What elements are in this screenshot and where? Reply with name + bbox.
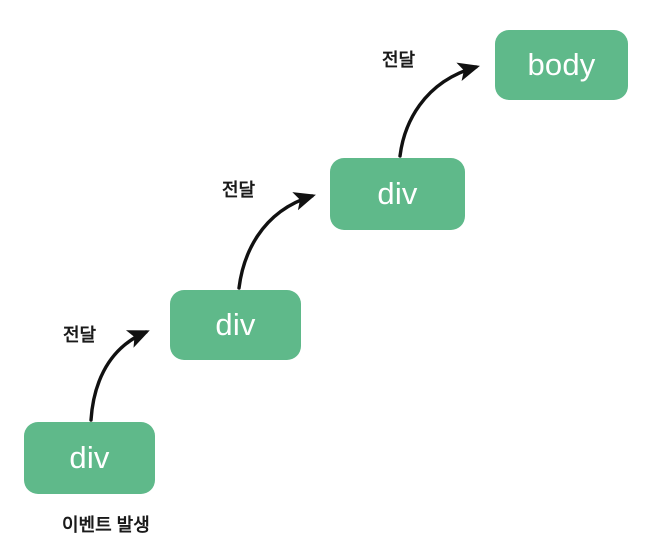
edge-label-div3-to-body: 전달 — [382, 50, 416, 70]
edge-label-div2-to-div3: 전달 — [222, 180, 256, 200]
node-body[interactable]: body — [495, 30, 628, 100]
node-div-2-label: div — [215, 306, 256, 342]
node-div-1-label: div — [69, 439, 110, 475]
node-div-2[interactable]: div — [170, 290, 301, 360]
node-div-3-label: div — [377, 175, 418, 211]
edge-label-div1-to-div2: 전달 — [63, 325, 97, 345]
caption-event-origin: 이벤트 발생 — [62, 515, 150, 535]
arrow-div3-to-body — [398, 62, 480, 158]
node-div-3[interactable]: div — [330, 158, 465, 230]
node-div-1[interactable]: div — [24, 422, 155, 494]
arrow-div1-to-div2 — [89, 330, 150, 422]
node-body-label: body — [527, 46, 596, 82]
arrow-div2-to-div3 — [237, 192, 316, 290]
